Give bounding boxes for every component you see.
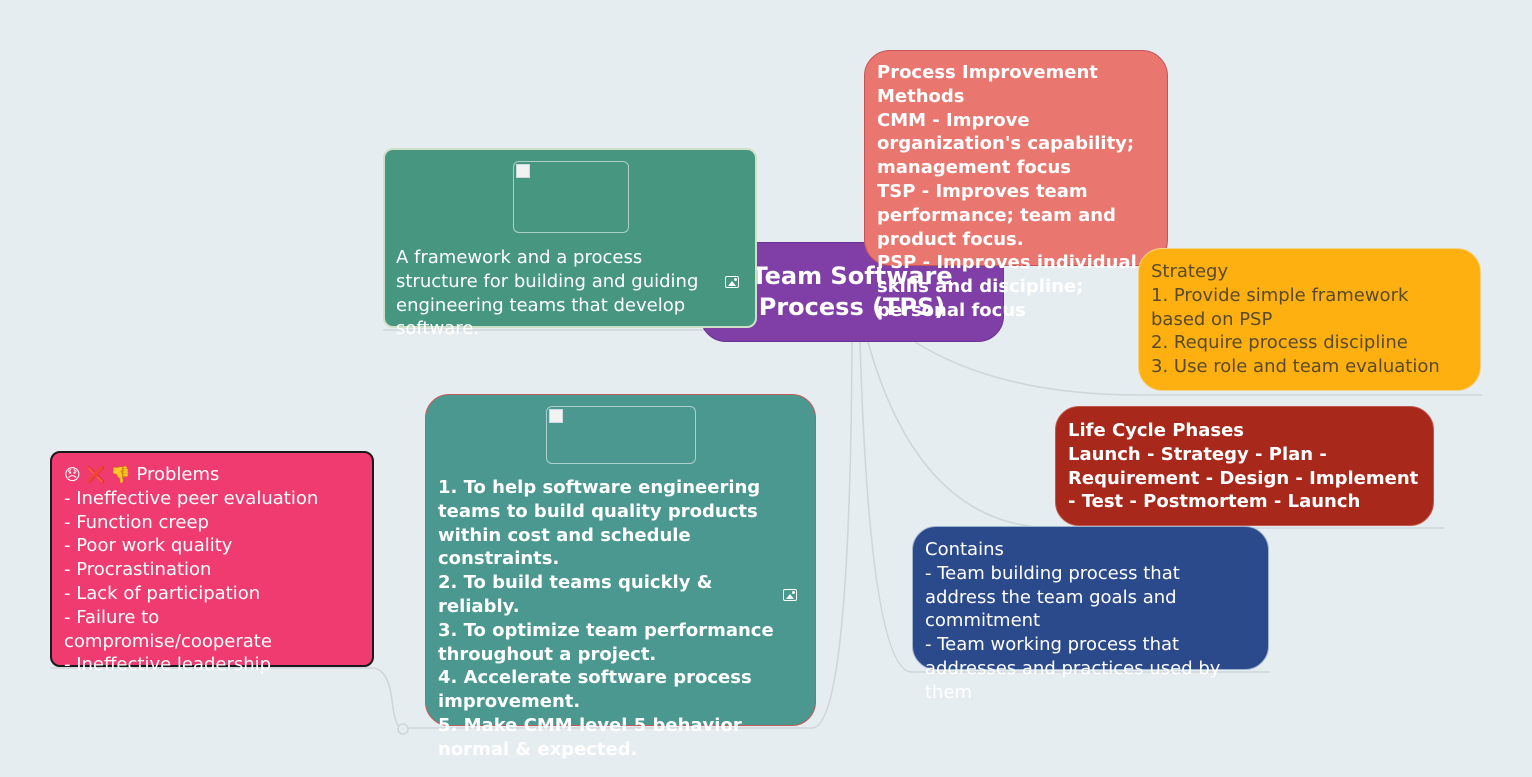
strategy-item-1: 1. Provide simple framework based on PSP [1151, 284, 1409, 330]
topic-process-improvement[interactable]: Process Improvement Methods CMM - Improv… [864, 50, 1168, 321]
topic-framework[interactable]: A framework and a process structure for … [383, 148, 757, 339]
goal-2: 2. To build teams quickly & reliably. [438, 572, 713, 617]
problem-1: - Ineffective peer evaluation [64, 487, 319, 509]
topic-goals[interactable]: 1. To help software engineering teams to… [425, 394, 816, 760]
problems-heading: Problems [136, 464, 220, 485]
strategy-item-2: 2. Require process discipline [1151, 332, 1408, 354]
connector-strategy [914, 341, 1482, 396]
connector-contains [859, 341, 1270, 673]
goal-5: 5. Make CMM level 5 behavior normal & ex… [438, 714, 742, 760]
goal-3: 3. To optimize team performance througho… [438, 619, 774, 665]
problem-4: - Procrastination [64, 559, 212, 581]
problem-5: - Lack of participation [64, 582, 261, 604]
contains-heading: Contains [925, 539, 1004, 560]
problem-7: - Ineffective leadership [64, 654, 272, 676]
connector-goals [425, 341, 853, 729]
framework-image [513, 161, 629, 233]
problems-heading-row: 😞 ❌ 👎 Problems [64, 463, 360, 487]
image-icon[interactable] [783, 589, 797, 601]
strategy-item-3: 3. Use role and team evaluation [1151, 356, 1440, 378]
lifecycle-heading: Life Cycle Phases [1068, 420, 1244, 441]
problems-emoji-icons: 😞 ❌ 👎 [64, 465, 131, 484]
topic-strategy[interactable]: Strategy 1. Provide simple framework bas… [1138, 248, 1481, 391]
strategy-heading: Strategy [1151, 261, 1229, 282]
topic-life-cycle[interactable]: Life Cycle Phases Launch - Strategy - Pl… [1055, 406, 1434, 526]
broken-image-icon [549, 409, 563, 423]
collapse-handle [397, 723, 409, 735]
framework-text: A framework and a process structure for … [396, 247, 699, 340]
topic-contains[interactable]: Contains - Team building process that ad… [912, 526, 1269, 703]
broken-image-icon [516, 164, 530, 178]
contains-item-1: - Team building process that address the… [925, 562, 1180, 632]
lifecycle-phases: Launch - Strategy - Plan - Requirement -… [1068, 443, 1419, 513]
goals-image [546, 406, 696, 464]
problem-2: - Function creep [64, 511, 209, 533]
methods-heading: Process Improvement Methods [877, 62, 1098, 107]
contains-item-2: - Team working process that addresses an… [925, 634, 1221, 703]
methods-psp: PSP - Improves individual skills and dis… [877, 252, 1137, 321]
image-icon[interactable] [725, 276, 739, 288]
goal-1: 1. To help software engineering teams to… [438, 477, 761, 570]
problem-3: - Poor work quality [64, 535, 233, 557]
central-topic-title: Team Software Process (TPS) [751, 262, 953, 321]
problem-6: - Failure to compromise/cooperate [64, 606, 272, 652]
topic-problems[interactable]: 😞 ❌ 👎 Problems - Ineffective peer evalua… [50, 451, 374, 675]
methods-cmm: CMM - Improve organization's capability;… [877, 109, 1135, 179]
goal-4: 4. Accelerate software process improveme… [438, 667, 752, 713]
methods-tsp: TSP - Improves team performance; team an… [877, 180, 1116, 250]
